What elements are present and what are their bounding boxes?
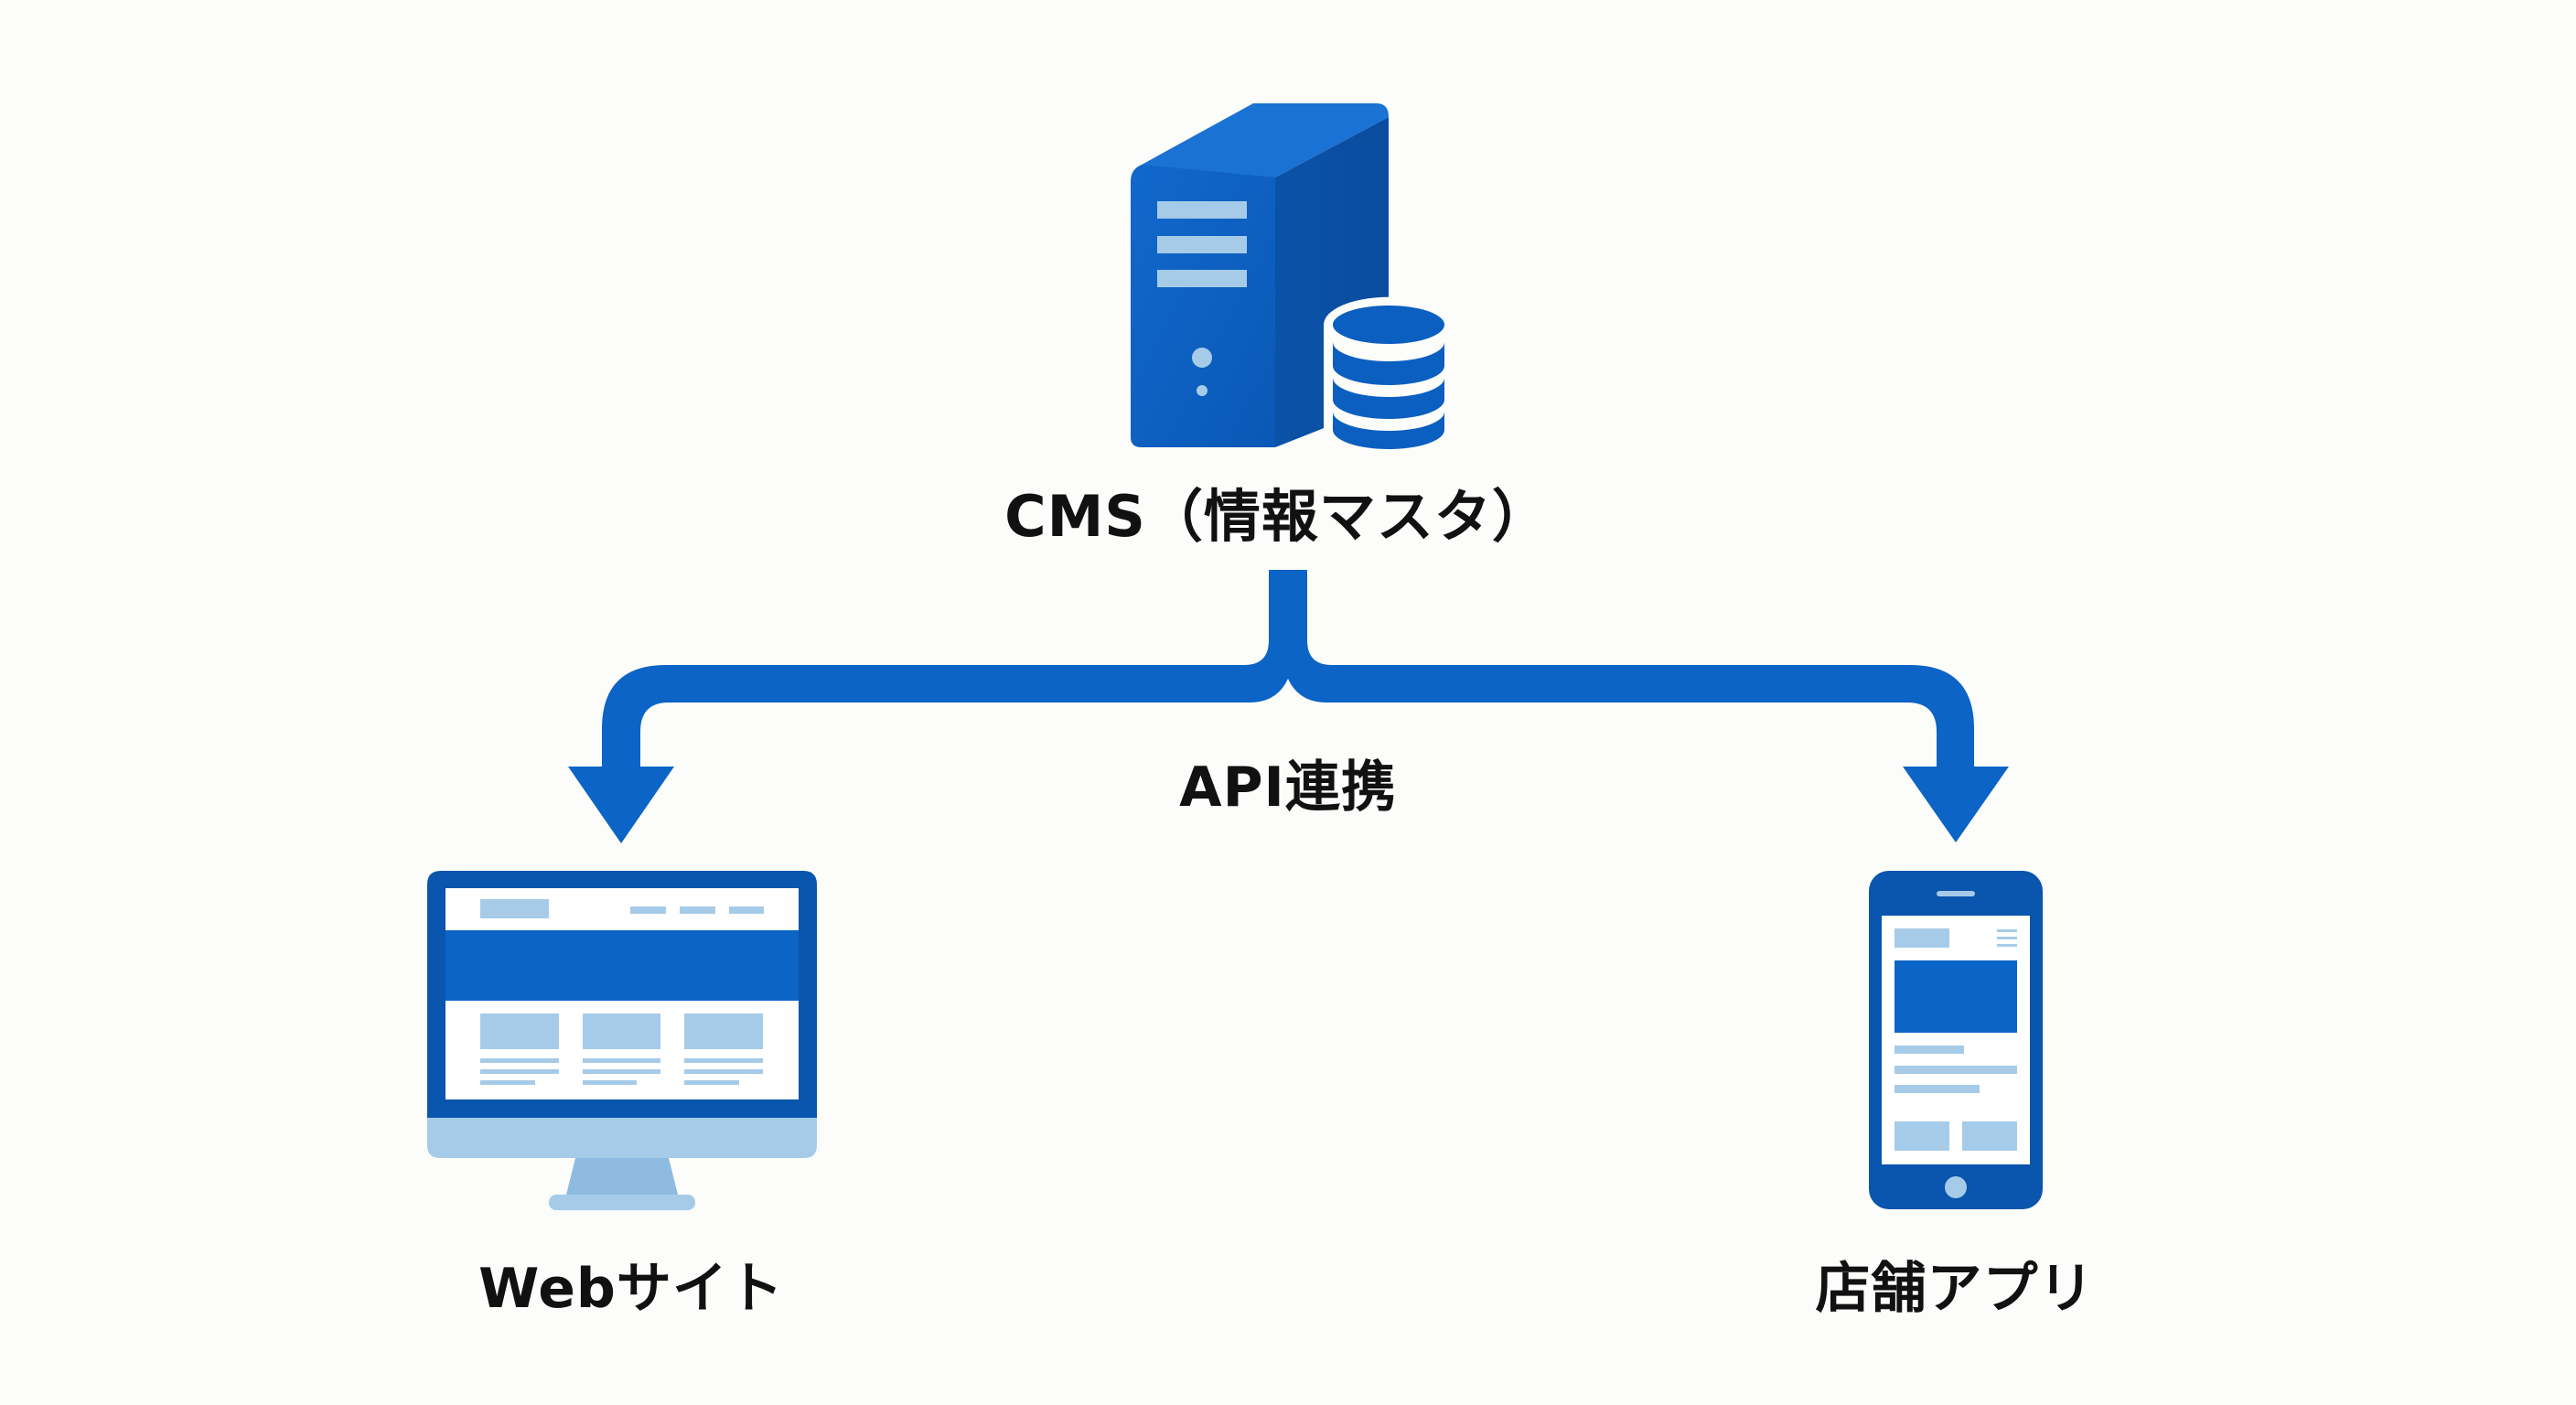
server-slot	[1157, 236, 1247, 253]
smartphone-icon	[1869, 871, 2043, 1209]
server-top-face	[1142, 103, 1389, 177]
cms-label: CMS（情報マスタ）	[1004, 483, 1550, 550]
connector-stem	[602, 570, 1974, 768]
desktop-monitor-icon	[427, 871, 817, 1210]
arrowhead-left	[568, 767, 674, 843]
phone-home-button	[1945, 1176, 1967, 1198]
server-front-face	[1131, 165, 1275, 447]
monitor-chin	[427, 1118, 817, 1158]
monitor-base	[549, 1195, 695, 1210]
power-led	[1197, 385, 1208, 396]
power-button	[1192, 348, 1212, 368]
phone-speaker	[1937, 891, 1975, 896]
store-app-label: 店舗アプリ	[1815, 1257, 2095, 1321]
server-slot	[1157, 270, 1247, 287]
monitor-stand	[565, 1154, 679, 1198]
server-database-icon	[1131, 103, 1453, 472]
arrowhead-right	[1903, 767, 2009, 842]
server-slot	[1157, 201, 1247, 219]
database-icon	[1324, 296, 1453, 472]
website-label: Webサイト	[478, 1257, 784, 1321]
api-connector-arrow	[568, 570, 2009, 843]
api-connector-label: API連携	[1179, 756, 1397, 820]
